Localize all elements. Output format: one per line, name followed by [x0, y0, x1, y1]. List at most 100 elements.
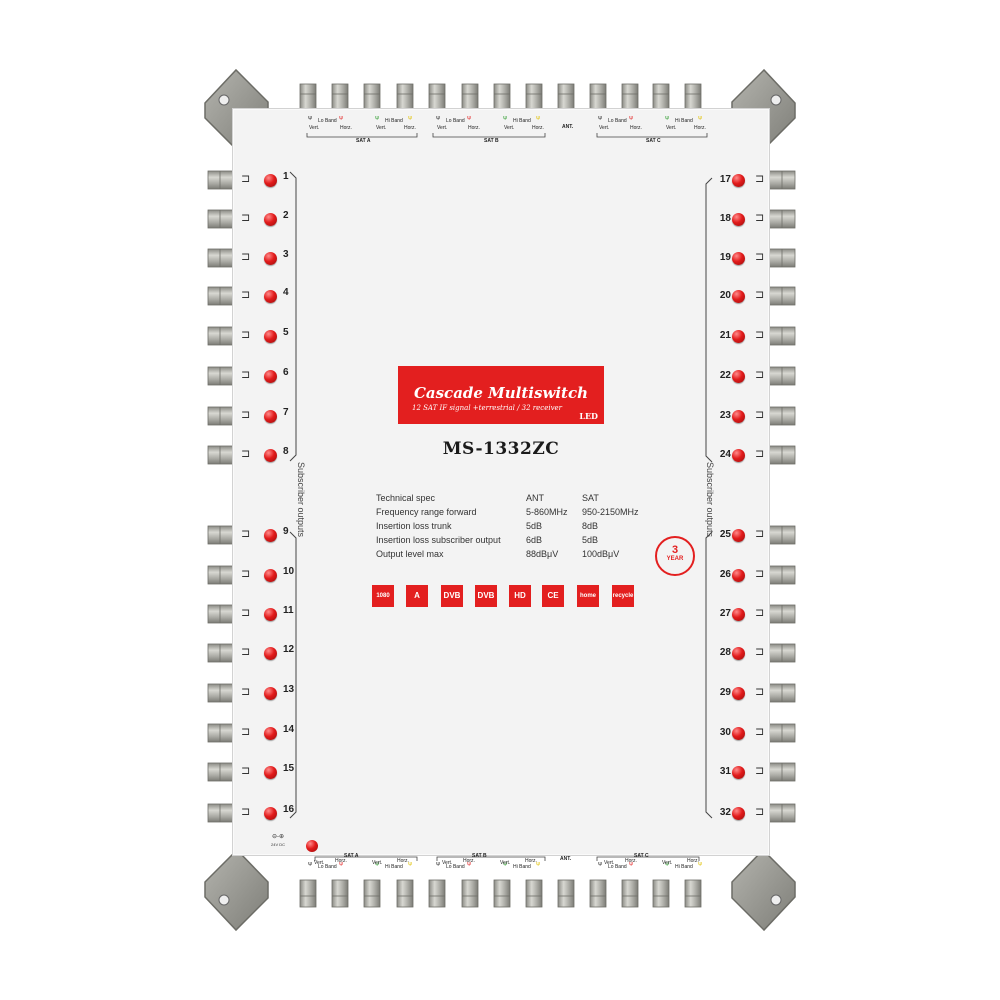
lo-band-label: Lo Band [608, 118, 627, 124]
front-panel [232, 108, 770, 856]
sat-group-label: SAT B [484, 138, 499, 144]
certification-logo: DVB [475, 585, 497, 607]
output-led [732, 807, 745, 820]
input-connector-bottom[interactable] [363, 879, 381, 908]
input-connector-bottom[interactable] [299, 879, 317, 908]
left-output-connectors [207, 170, 235, 823]
output-number: 7 [283, 407, 289, 418]
output-number: 26 [719, 569, 731, 580]
output-led [732, 252, 745, 265]
output-port-icon: ⊐ [241, 251, 251, 263]
spec-cell: 6dB [526, 535, 543, 545]
vert-label: Vert. [376, 125, 387, 131]
output-led [732, 766, 745, 779]
output-number: 15 [283, 763, 295, 774]
hi-band-label: Hi Band [513, 864, 531, 870]
input-connector-bottom[interactable] [493, 879, 511, 908]
input-connector-bottom[interactable] [331, 879, 349, 908]
lnb-symbol: Ψ [408, 862, 413, 868]
certification-logo: home [577, 585, 599, 607]
spec-header: ANT [526, 493, 544, 503]
output-led [264, 687, 277, 700]
output-led [264, 529, 277, 542]
output-led [264, 174, 277, 187]
spec-cell: 88dBμV [526, 549, 559, 559]
output-port-icon: ⊐ [241, 686, 251, 698]
output-port-icon: ⊐ [755, 369, 765, 381]
output-led [732, 727, 745, 740]
lnb-symbol: Ψ [308, 862, 313, 868]
output-port-icon: ⊐ [755, 607, 765, 619]
output-port-icon: ⊐ [241, 289, 251, 301]
output-led [264, 290, 277, 303]
output-number: 22 [719, 370, 731, 381]
vert-label: Vert. [437, 125, 448, 131]
output-port-icon: ⊐ [241, 448, 251, 460]
output-port-icon: ⊐ [241, 568, 251, 580]
output-port-icon: ⊐ [755, 329, 765, 341]
vert-label: Vert. [309, 125, 320, 131]
certification-logo: A [406, 585, 428, 607]
warranty-stamp: 3 YEAR [655, 536, 695, 576]
output-port-icon: ⊐ [755, 528, 765, 540]
spec-header: Technical spec [376, 493, 436, 503]
output-number: 17 [719, 174, 731, 185]
lo-band-label: Lo Band [318, 118, 337, 124]
vert-label: Vert. [662, 860, 673, 866]
output-led [732, 569, 745, 582]
output-port-icon: ⊐ [241, 369, 251, 381]
lnb-symbol: Ψ [598, 862, 603, 868]
spec-cell: 5-860MHz [526, 507, 568, 517]
output-led [264, 330, 277, 343]
lnb-symbol: Ψ [339, 862, 344, 868]
input-connector-bottom[interactable] [684, 879, 702, 908]
hi-band-label: Hi Band [675, 118, 693, 124]
output-led [264, 370, 277, 383]
spec-cell: 100dBμV [582, 549, 620, 559]
input-connector-bottom[interactable] [525, 879, 543, 908]
warranty-years: 3 [671, 544, 679, 556]
output-number: 6 [283, 367, 289, 378]
lnb-symbol: Ψ [339, 116, 344, 122]
input-connector-bottom[interactable] [589, 879, 607, 908]
lnb-symbol: Ψ [698, 116, 703, 122]
lnb-symbol: Ψ [436, 862, 441, 868]
input-connector-bottom[interactable] [461, 879, 479, 908]
output-port-icon: ⊐ [755, 765, 765, 777]
spec-cell: 950-2150MHz [582, 507, 639, 517]
top-input-connectors [299, 83, 702, 111]
horz-label: Horz. [694, 125, 706, 131]
lnb-symbol: Ψ [629, 116, 634, 122]
spec-cell: Insertion loss trunk [376, 521, 452, 531]
input-connector-bottom[interactable] [396, 879, 414, 908]
output-led [264, 766, 277, 779]
input-connector-bottom[interactable] [621, 879, 639, 908]
output-port-icon: ⊐ [755, 726, 765, 738]
output-led [264, 449, 277, 462]
output-port-icon: ⊐ [241, 607, 251, 619]
output-number: 14 [283, 724, 295, 735]
output-number: 8 [283, 446, 289, 457]
output-number: 24 [719, 449, 731, 460]
spec-cell: Insertion loss subscriber output [376, 535, 501, 545]
lnb-symbol: Ψ [503, 862, 508, 868]
sat-group-label: SAT C [634, 853, 649, 859]
input-connector-bottom[interactable] [652, 879, 670, 908]
output-port-icon: ⊐ [755, 409, 765, 421]
ant-label: ANT. [562, 124, 574, 130]
input-connector-bottom[interactable] [428, 879, 446, 908]
power-label: 24V DC [271, 842, 286, 847]
output-number: 30 [719, 727, 731, 738]
output-led [732, 529, 745, 542]
input-connector-bottom[interactable] [557, 879, 575, 908]
lnb-symbol: Ψ [598, 116, 603, 122]
side-label-left: Subscriber outputs [296, 462, 306, 538]
lnb-symbol: Ψ [408, 116, 413, 122]
output-led [732, 410, 745, 423]
hi-band-label: Hi Band [513, 118, 531, 124]
output-number: 3 [283, 249, 289, 260]
horz-label: Horz. [404, 125, 416, 131]
output-port-icon: ⊐ [241, 212, 251, 224]
bottom-input-connectors [299, 879, 702, 908]
output-number: 18 [719, 213, 731, 224]
